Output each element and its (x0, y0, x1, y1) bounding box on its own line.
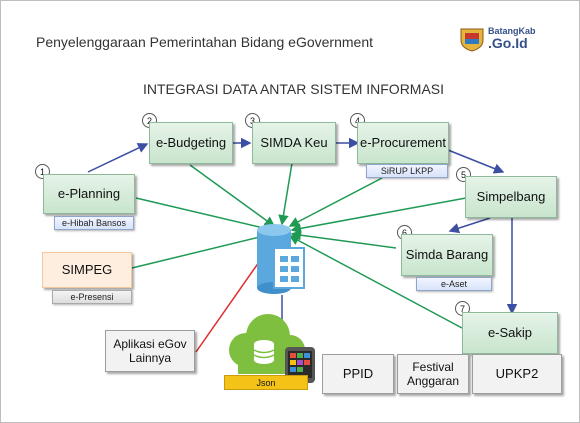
arrow-sakip-db (288, 235, 463, 329)
node-e-procurement: e-Procurement (357, 122, 449, 164)
smartphone-icon (285, 347, 315, 383)
arrow-simpeg-db (131, 231, 274, 269)
node-simpelbang: Simpelbang (465, 176, 557, 218)
json-label: Json (224, 375, 308, 390)
node-simda-keu: SIMDA Keu (252, 122, 336, 164)
arrow-budgeting-db (189, 164, 276, 227)
node-upkp2: UPKP2 (472, 354, 562, 394)
node-e-sakip: e-Sakip (462, 312, 558, 354)
arrow-simdabarang-db (290, 229, 397, 249)
node-e-planning: e-Planning (43, 174, 135, 214)
arrow-procurement-simpelbang (447, 149, 505, 174)
node-aplikasi-egov-lainnya: Aplikasi eGov Lainnya (105, 330, 195, 372)
arrow-simpelbang-simdabarang (448, 217, 491, 234)
node-e-hibah-bansos: e-Hibah Bansos (54, 216, 134, 230)
arrow-simpelbang-db (290, 197, 467, 234)
node-festival-anggaran: Festival Anggaran (397, 354, 469, 394)
node-e-aset: e-Aset (416, 277, 492, 291)
arrow-simdakeu-db (278, 162, 293, 226)
arrow-planning-db (135, 197, 274, 234)
node-ppid: PPID (322, 354, 394, 394)
logo-text-top: BatangKab (488, 26, 536, 36)
database-icon (257, 224, 305, 294)
batangkab-logo: BatangKab .Go.Id (458, 26, 566, 52)
node-simda-barang: Simda Barang (401, 234, 493, 276)
page-title: Penyelenggaraan Pemerintahan Bidang eGov… (36, 34, 374, 50)
arrow-planning-budgeting (87, 143, 149, 173)
node-sirup-lkpp: SiRUP LKPP (366, 164, 448, 178)
arrow-procurement-db (288, 177, 383, 227)
node-simpeg: SIMPEG (42, 252, 132, 288)
diagram-title: INTEGRASI DATA ANTAR SISTEM INFORMASI (143, 81, 445, 97)
node-e-presensi: e-Presensi (52, 290, 132, 304)
crest-icon (460, 28, 484, 52)
node-e-budgeting: e-Budgeting (149, 122, 233, 164)
logo-text-bottom: .Go.Id (488, 35, 528, 51)
